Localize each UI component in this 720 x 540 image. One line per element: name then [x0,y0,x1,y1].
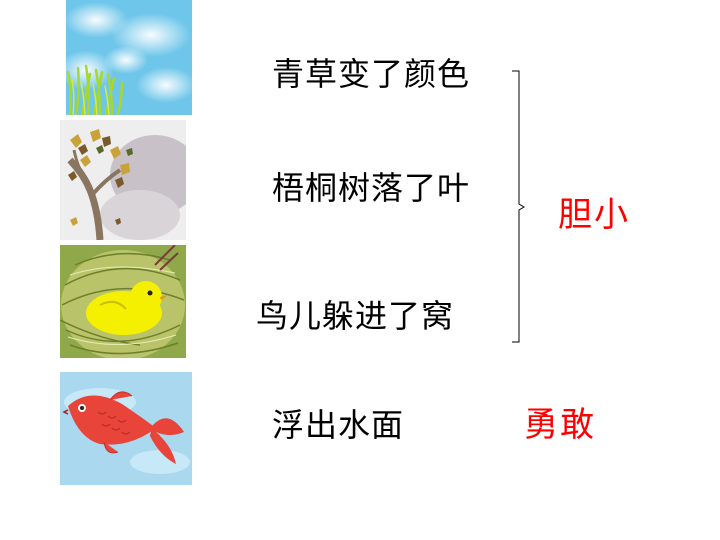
red-fish-image [60,372,192,485]
right-brace [512,70,525,343]
conclusion-timid: 胆小 [558,195,630,235]
phrase-tree-lost-leaves: 梧桐树落了叶 [272,169,471,207]
conclusion-brave: 勇敢 [524,405,596,445]
phrase-surfaced: 浮出水面 [272,406,405,444]
chick-in-nest-image [60,245,186,358]
autumn-tree-image [60,120,186,240]
phrase-grass-changed-color: 青草变了颜色 [272,55,471,93]
sky-and-grass-image [66,0,192,115]
phrase-bird-hid-in-nest: 鸟儿躲进了窝 [256,297,455,335]
